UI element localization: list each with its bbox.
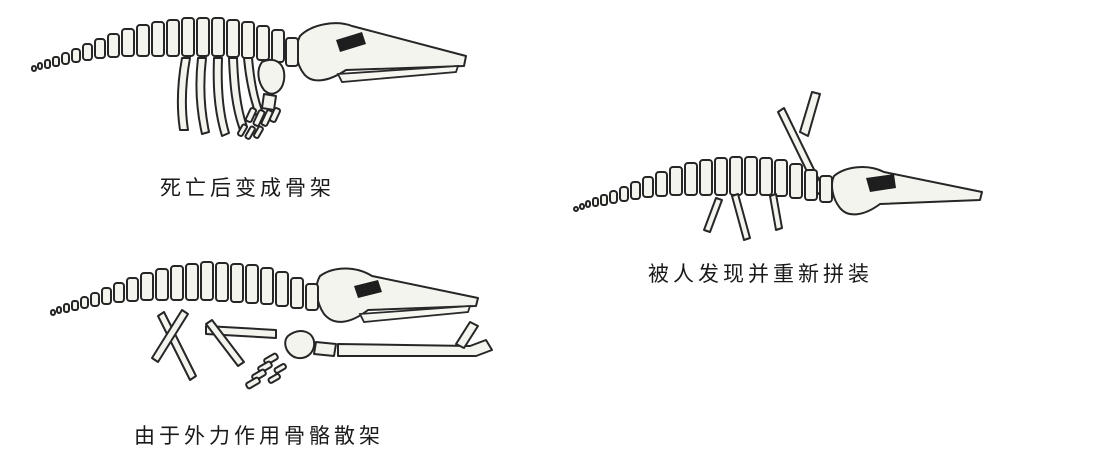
panel-complete-skeleton: 死亡后变成骨架 [0,0,520,210]
ribs [176,57,265,137]
vertebrae-reassembled [573,156,833,212]
panel-reassembled-skeleton: 被人发现并重新拼装 [550,80,1096,300]
whale-skeleton-reassembled [573,91,983,241]
vertebrae [31,17,299,72]
scattered-ribs [151,309,493,381]
whale-skeleton-intact [31,17,467,140]
caption-stage-3: 被人发现并重新拼装 [648,262,873,286]
caption-stage-1: 死亡后变成骨架 [160,176,335,200]
misplaced-ribs [703,193,783,241]
panel-scattered-skeleton: 由于外力作用骨骼散架 [0,240,520,467]
flipper-bones [237,107,282,140]
scattered-flipper-bones [245,352,287,390]
caption-stage-2: 由于外力作用骨骼散架 [134,424,384,448]
whale-skeleton-scattered [50,261,493,390]
vertebrae-scattered [50,261,319,316]
